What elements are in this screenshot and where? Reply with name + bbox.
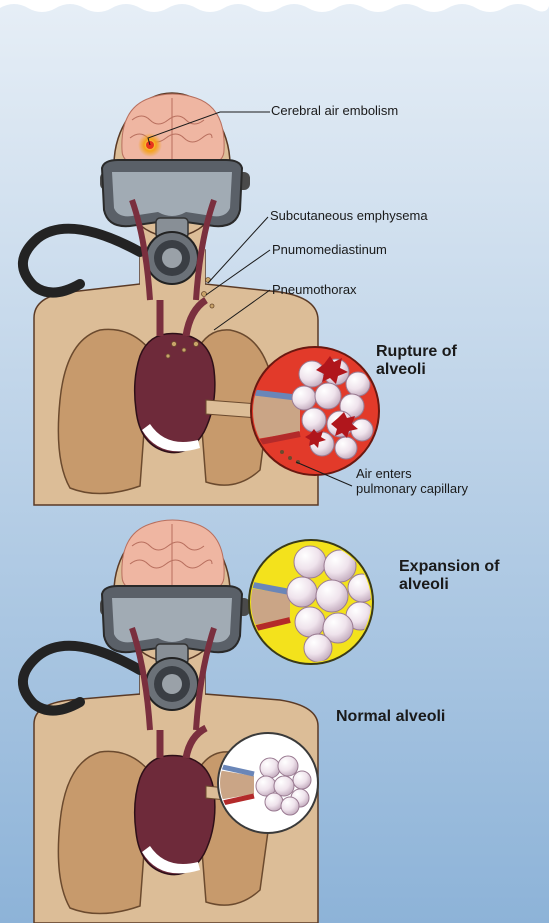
label-cerebral-air-embolism: Cerebral air embolism [271, 103, 398, 118]
expansion-line-2: alveoli [399, 576, 499, 594]
rupture-line-1: Rupture of [376, 343, 457, 361]
label-rupture-of-alveoli: Rupture of alveoli [376, 343, 457, 379]
air-enters-line-1: Air enters [356, 466, 468, 481]
label-pnumomediastinum: Pnumomediastinum [272, 242, 387, 257]
bottom-brain [122, 520, 224, 590]
label-pneumothorax: Pneumothorax [272, 282, 357, 297]
rupture-line-2: alveoli [376, 361, 457, 379]
top-mask-glass [112, 172, 232, 216]
label-subcutaneous-emphysema: Subcutaneous emphysema [270, 208, 428, 223]
expansion-line-1: Expansion of [399, 558, 499, 576]
air-enters-line-2: pulmonary capillary [356, 481, 468, 496]
normal-alveoli-view [218, 733, 318, 833]
label-normal-alveoli: Normal alveoli [336, 708, 445, 726]
label-expansion-of-alveoli: Expansion of alveoli [399, 558, 499, 594]
label-air-enters-pulmonary-capillary: Air enters pulmonary capillary [356, 466, 468, 496]
